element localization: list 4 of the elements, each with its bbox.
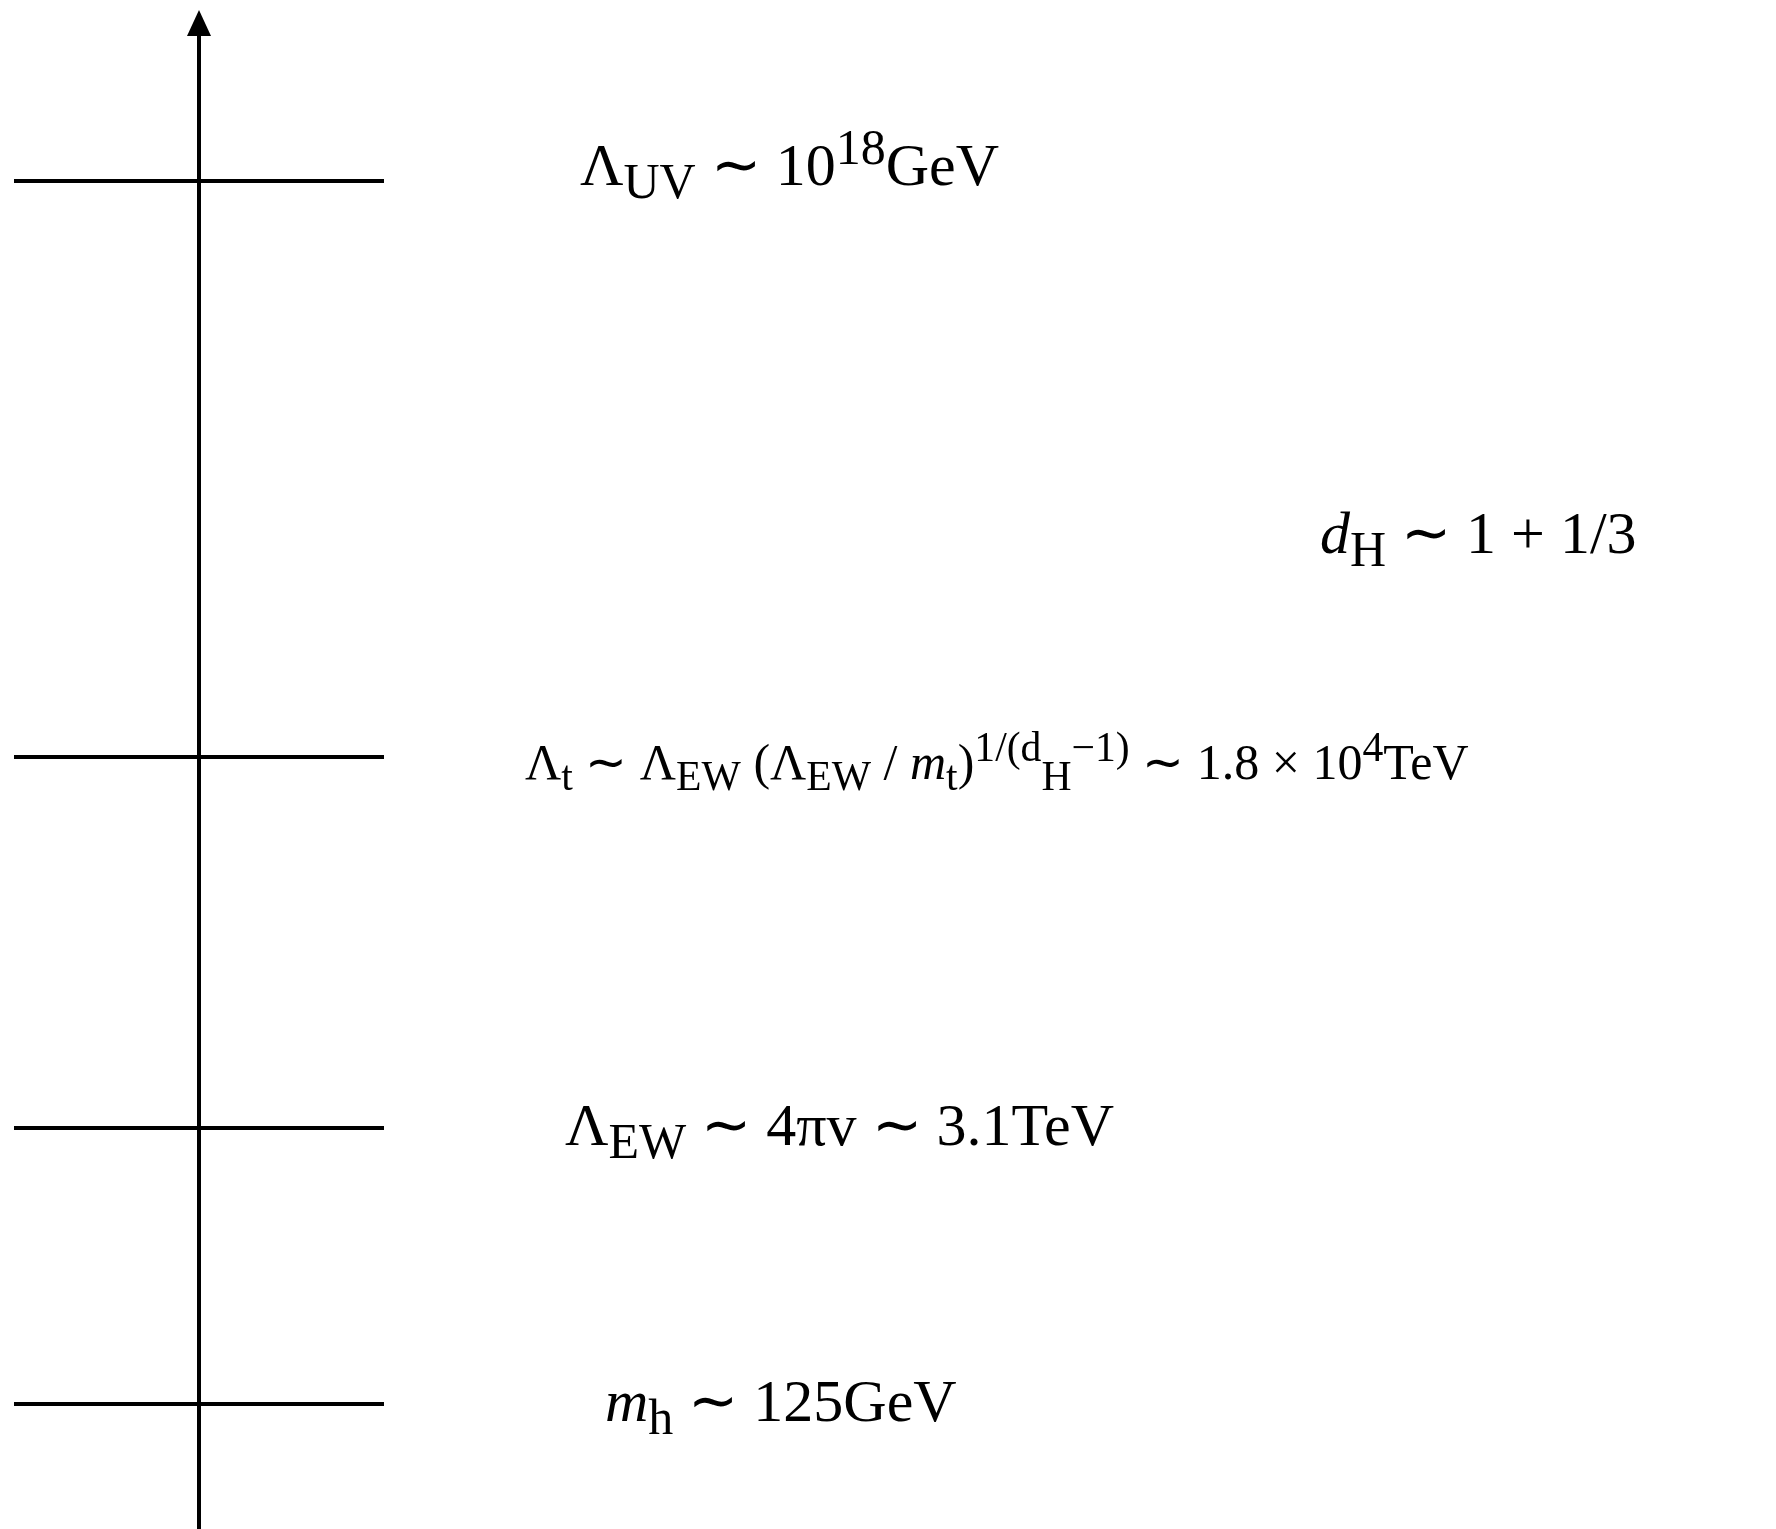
- scale-formula: Λ$_{UV}$ ∼ 10$^{18}$GeV: [580, 120, 1000, 209]
- scale-formula: d$_{H}$ ∼ 1 + 1/3: [1320, 500, 1637, 577]
- scale-formula: m$_{h}$ ∼ 125GeV: [605, 1368, 957, 1445]
- scale-formula: Λ$_{EW}$ ∼ 4πv ∼ 3.1TeV: [565, 1092, 1114, 1169]
